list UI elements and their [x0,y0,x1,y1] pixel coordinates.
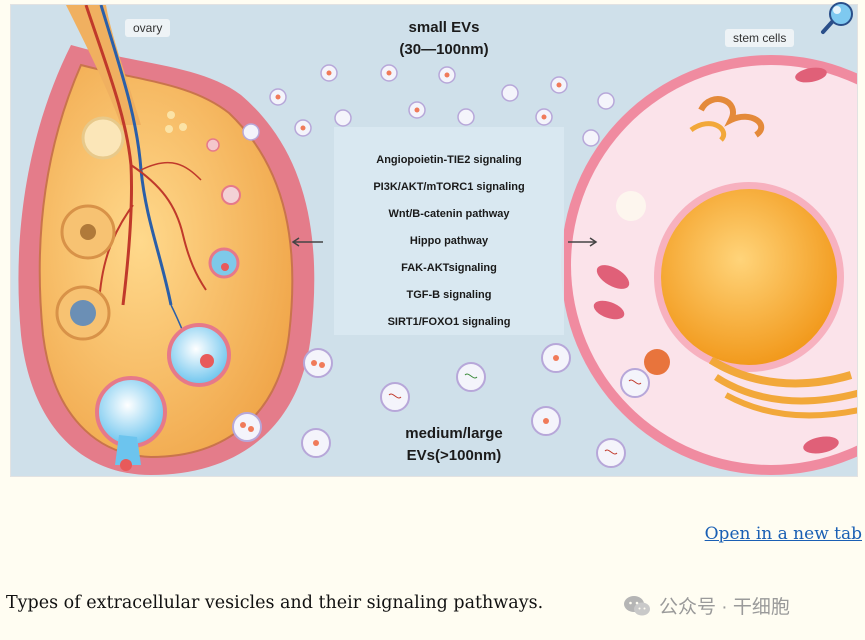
pathway-item: Hippo pathway [409,235,489,247]
pathway-item: Angiopoietin-TIE2 signaling [376,154,522,166]
pathway-box [334,127,564,335]
large-evs-line2: EVs(>100nm) [406,447,502,464]
small-evs-line1: small EVs [408,19,480,36]
watermark: 公众号 · 干细胞 [623,592,790,619]
small-evs-line2: (30—100nm) [399,41,489,58]
large-evs-line1: medium/large [405,425,503,442]
small-evs-title: small EVs (30—100nm) [359,17,529,61]
figure-illustration [11,5,857,476]
pathway-item: TGF-B signaling [406,289,492,301]
pathway-item: FAK-AKTsignaling [401,262,497,274]
figure-image: Angiopoietin-TIE2 signaling PI3K/AKT/mTO… [10,4,858,477]
figure-caption: Types of extracellular vesicles and thei… [6,593,544,613]
pathway-item: Wnt/B-catenin pathway [388,208,510,220]
pathway-item: SIRT1/FOXO1 signaling [387,316,511,328]
wechat-icon [624,595,650,615]
stem-cells-label: stem cells [725,29,795,47]
large-evs-title: medium/large EVs(>100nm) [369,423,539,467]
pathway-item: PI3K/AKT/mTORC1 signaling [373,181,525,193]
watermark-text: 公众号 · 干细胞 [659,597,790,618]
ovary-label: ovary [125,19,171,37]
open-in-new-tab-link[interactable]: Open in a new tab [704,524,862,544]
magnifier-icon[interactable] [817,0,857,36]
pathway-list: Angiopoietin-TIE2 signaling PI3K/AKT/mTO… [334,151,564,340]
